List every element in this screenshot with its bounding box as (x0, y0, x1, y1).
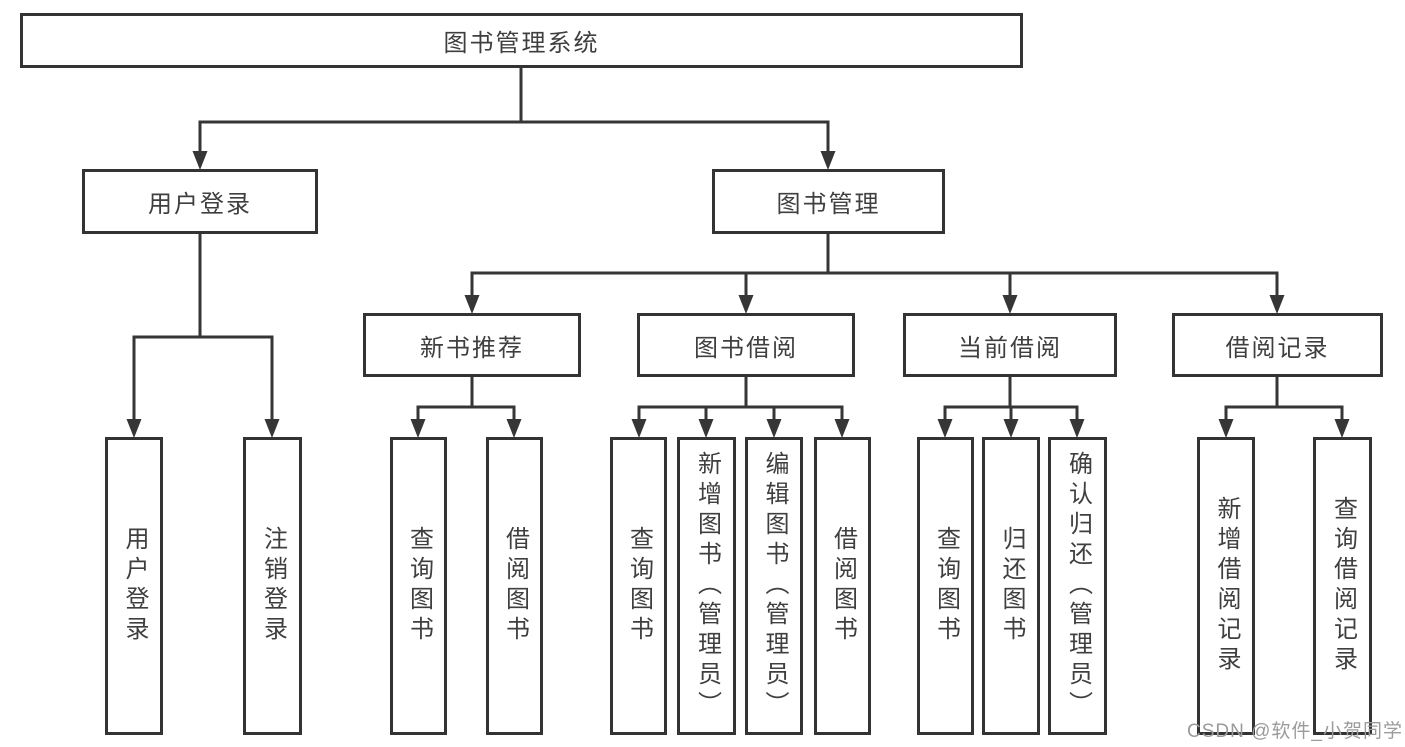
node-book-borrow: 图书借阅 (637, 313, 855, 377)
leaf-newbook-query-book: 查询图书 (390, 437, 447, 735)
leaf-current-return-book: 归还图书 (982, 437, 1040, 735)
node-borrow-record: 借阅记录 (1172, 313, 1383, 377)
leaf-user-login: 用户登录 (105, 437, 163, 735)
node-user-login: 用户登录 (82, 169, 318, 234)
node-book-mgmt: 图书管理 (712, 169, 945, 234)
leaf-newbook-borrow-book: 借阅图书 (486, 437, 543, 735)
leaf-current-confirm-return: 确认归还（管理员） (1048, 437, 1107, 735)
leaf-logout: 注销登录 (243, 437, 302, 735)
node-new-book-rec: 新书推荐 (363, 313, 581, 377)
leaf-record-query-record: 查询借阅记录 (1313, 437, 1372, 735)
leaf-borrow-edit-book: 编辑图书（管理员） (745, 437, 803, 735)
leaf-borrow-borrow-book: 借阅图书 (814, 437, 871, 735)
leaf-borrow-query-book: 查询图书 (610, 437, 667, 735)
leaf-borrow-add-book: 新增图书（管理员） (677, 437, 736, 735)
watermark: CSDN @软件_小贺同学 (1187, 721, 1403, 742)
leaf-record-add-record: 新增借阅记录 (1197, 437, 1255, 735)
node-current-borrow: 当前借阅 (903, 313, 1117, 377)
leaf-current-query-book: 查询图书 (917, 437, 974, 735)
node-root: 图书管理系统 (20, 13, 1023, 68)
